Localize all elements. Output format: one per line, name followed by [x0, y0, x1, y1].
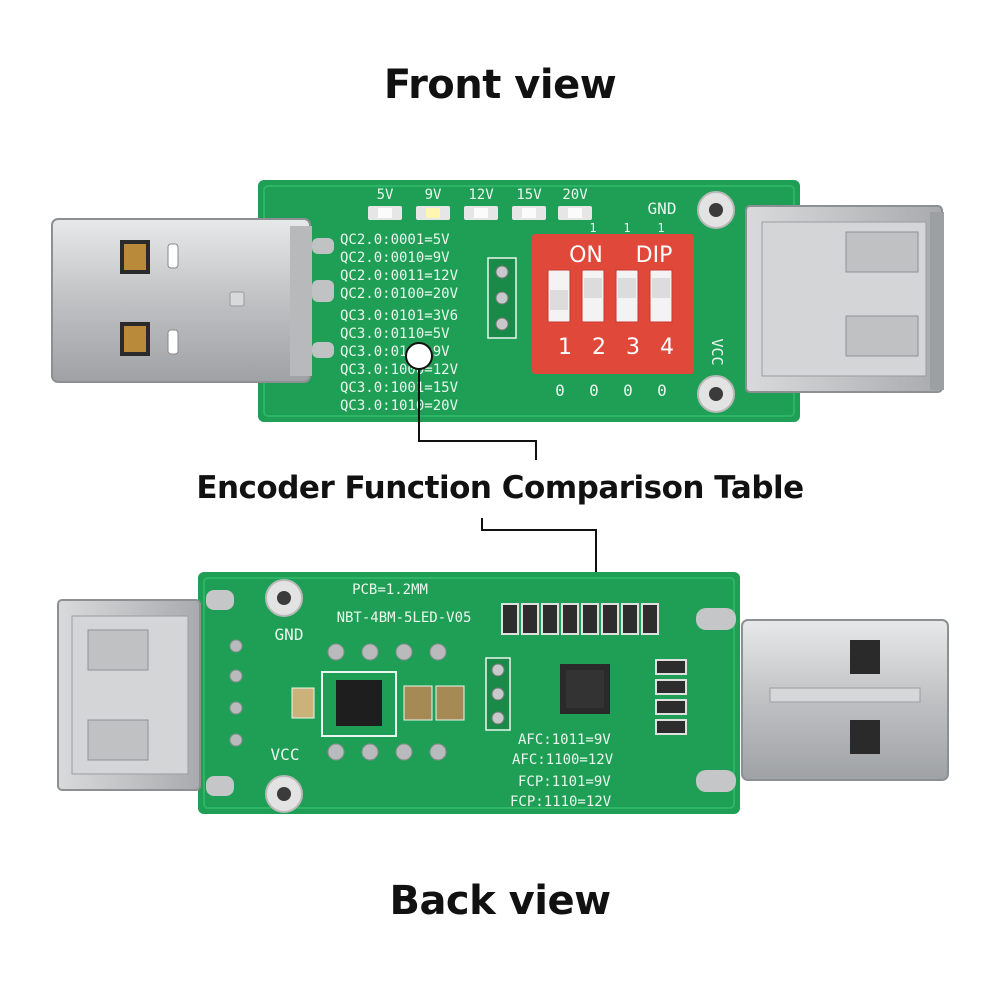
resistor-row — [501, 603, 659, 635]
table-row: AFC:1011=9V — [518, 732, 611, 748]
dip-number: 2 — [592, 335, 606, 360]
table-row: FCP:1110=12V — [510, 794, 612, 810]
dip-number: 4 — [660, 335, 674, 360]
led-label-15v: 15V — [516, 187, 542, 203]
encoder-table-callout-text: Encoder Function Comparison Table — [196, 470, 804, 506]
table-row: QC3.0:1010=20V — [340, 398, 459, 414]
dip-number: 3 — [626, 335, 640, 360]
table-row: QC2.0:0100=20V — [340, 286, 459, 302]
back-usb-female-socket — [57, 599, 201, 791]
led-label-20v: 20V — [562, 187, 588, 203]
table-row: QC2.0:0011=12V — [340, 268, 459, 284]
table-row: QC2.0:0010=9V — [340, 250, 450, 266]
front-usb-male-plug — [51, 218, 312, 383]
table-row: QC2.0:0001=5V — [340, 232, 450, 248]
back-board: GND VCC PCB=1.2MM NBT-4BM-5LED-V05 — [57, 572, 949, 814]
table-row: QC3.0:0110=5V — [340, 326, 450, 342]
front-view-title: Front view — [383, 62, 617, 108]
led-label-12v: 12V — [468, 187, 494, 203]
dip-switch[interactable] — [532, 234, 694, 374]
back-usb-male-plug — [741, 619, 949, 781]
dip-top-mark: 1 — [657, 221, 664, 235]
led-label-9v: 9V — [425, 187, 442, 203]
table-row: QC3.0:1000=12V — [340, 362, 459, 378]
dip-brand-label: DIP — [636, 243, 673, 268]
back-gnd-label: GND — [275, 625, 304, 644]
table-row: QC3.0:0101=3V6 — [340, 308, 458, 324]
front-led-row — [368, 206, 592, 220]
dip-bottom-mark: 0 — [623, 381, 633, 400]
dip-bottom-mark: 0 — [657, 381, 667, 400]
led-label-5v: 5V — [377, 187, 394, 203]
back-view-title: Back view — [389, 878, 611, 924]
back-vcc-label: VCC — [271, 745, 300, 764]
front-encoder-table: QC2.0:0001=5V QC2.0:0010=9V QC2.0:0011=1… — [340, 232, 459, 414]
board-model-label: NBT-4BM-5LED-V05 — [337, 610, 472, 626]
encoder-table-callout: Encoder Function Comparison Table — [0, 470, 1000, 506]
dip-number: 1 — [558, 335, 572, 360]
front-vcc-label: VCC — [708, 338, 726, 365]
table-row: FCP:1101=9V — [518, 774, 611, 790]
back-encoder-table: AFC:1011=9V AFC:1100=12V FCP:1101=9V FCP… — [510, 732, 614, 810]
dip-on-label: ON — [569, 243, 603, 268]
table-row: QC3.0:0111=9V — [340, 344, 450, 360]
front-usb-female-socket — [745, 205, 944, 393]
dip-bottom-mark: 0 — [589, 381, 599, 400]
table-row: QC3.0:1001=15V — [340, 380, 459, 396]
dip-top-mark: 1 — [589, 221, 596, 235]
table-row: AFC:1100=12V — [512, 752, 614, 768]
dip-top-mark: 1 — [623, 221, 630, 235]
front-board: 5V 9V 12V 15V 20V QC2.0:0001=5V QC2.0:00… — [51, 180, 944, 422]
pcb-thickness-label: PCB=1.2MM — [352, 582, 428, 598]
front-gnd-label: GND — [648, 199, 677, 218]
dip-bottom-mark: 0 — [555, 381, 565, 400]
